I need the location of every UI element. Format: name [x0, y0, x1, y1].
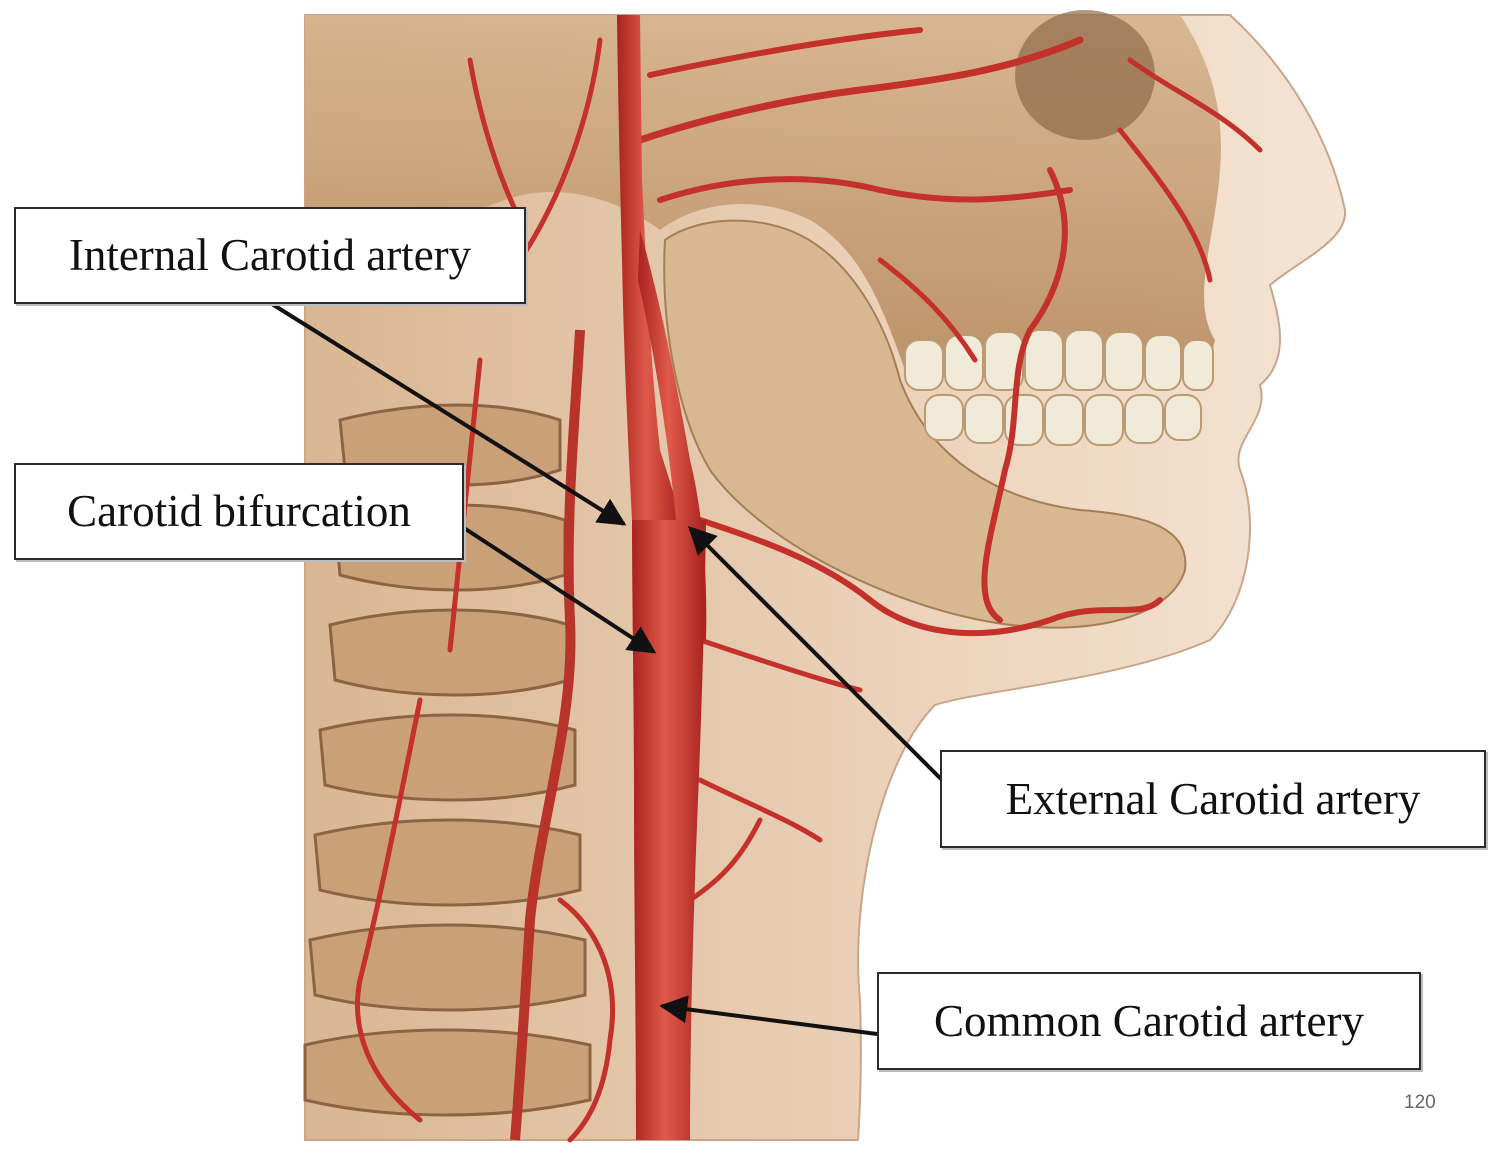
pointer-arrows [270, 302, 944, 1036]
skull-shape [305, 15, 1221, 370]
vertebral-artery [510, 329, 585, 1141]
label-carotid-bifurcation: Carotid bifurcation [14, 463, 464, 560]
mandible-shape [663, 219, 1187, 629]
artery-branches [355, 27, 1263, 1143]
label-internal-carotid-artery: Internal Carotid artery [14, 207, 526, 304]
common-carotid-artery [632, 520, 706, 1140]
label-external-carotid-artery: External Carotid artery [940, 750, 1486, 848]
arrow-external-carotid [688, 526, 944, 782]
page-number: 120 [1404, 1092, 1436, 1113]
arrow-internal-carotid [270, 302, 627, 526]
label-common-carotid-artery: Common Carotid artery [877, 972, 1421, 1070]
orbit-shape [1015, 10, 1155, 140]
arrow-common-carotid [659, 995, 878, 1036]
internal-carotid-artery [617, 15, 682, 520]
arrow-carotid-bifurcation [462, 526, 657, 654]
